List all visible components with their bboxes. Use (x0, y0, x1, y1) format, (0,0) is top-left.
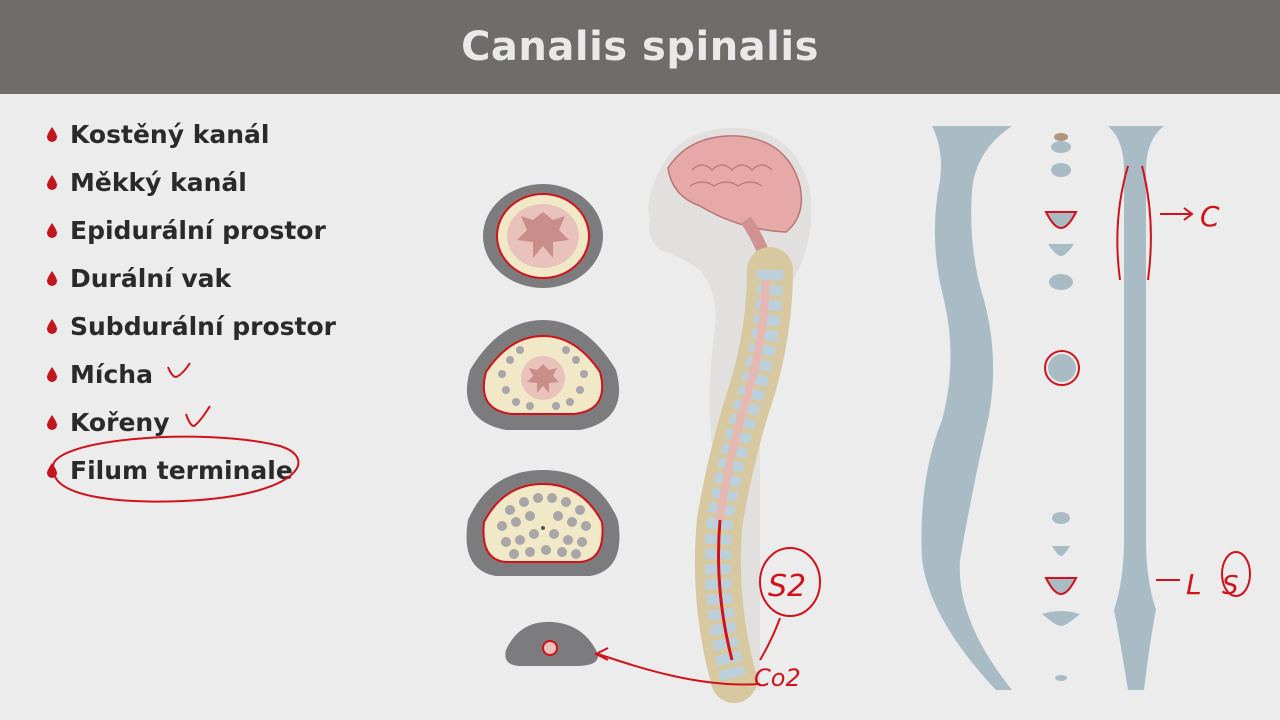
annotation-co2: Co2 (754, 664, 801, 692)
check-mark-koreny (185, 405, 211, 428)
item-label: Kostěný kanál (70, 119, 270, 149)
drop-bullet-icon (47, 271, 57, 286)
list-item: Mícha (46, 350, 336, 398)
circle-filum-terminale (52, 435, 300, 503)
item-label: Měkký kanál (70, 167, 247, 197)
list-item: Durální vak (46, 254, 336, 302)
dural-sac-frontal (1108, 126, 1164, 690)
cross-section-cervical (483, 184, 603, 288)
annotation-s2: S2 (768, 569, 806, 604)
annotation-l: L (1186, 568, 1202, 601)
item-label: Subdurální prostor (70, 311, 336, 341)
cross-section-lumbar (466, 470, 620, 576)
drop-bullet-icon (47, 319, 57, 334)
list-item: Subdurální prostor (46, 302, 336, 350)
item-label: Filum terminale (70, 455, 293, 485)
list-item: Epidurální prostor (46, 206, 336, 254)
drop-bullet-icon (47, 367, 57, 382)
arrow-cervical (1160, 207, 1194, 221)
annotation-s: S (1222, 571, 1239, 601)
topic-list: Kostěný kanál Měkký kanál Epidurální pro… (46, 110, 336, 494)
list-item: Kostěný kanál (46, 110, 336, 158)
cross-section-sacral (505, 621, 599, 666)
list-item: Kořeny (46, 398, 336, 446)
item-label: Kořeny (70, 407, 170, 437)
vertebral-column (694, 247, 793, 703)
vertebral-canal-sections (1042, 133, 1080, 681)
cross-section-thoracic (466, 320, 620, 430)
drop-bullet-icon (47, 127, 57, 142)
list-item: Filum terminale (46, 446, 336, 494)
circle-s (1221, 551, 1251, 597)
arrow-to-sacral-section (593, 647, 761, 686)
drop-bullet-icon (47, 415, 57, 430)
item-label: Epidurální prostor (70, 215, 326, 245)
list-item: Měkký kanál (46, 158, 336, 206)
item-label: Durální vak (70, 263, 232, 293)
drop-bullet-icon (47, 223, 57, 238)
slide-title: Canalis spinalis (461, 24, 819, 70)
title-bar: Canalis spinalis (0, 0, 1280, 94)
drop-bullet-icon (47, 175, 57, 190)
circle-s2 (759, 547, 821, 617)
dural-sac-lateral (921, 126, 1012, 690)
check-mark-micha (167, 362, 191, 379)
annotation-c: C (1200, 200, 1220, 233)
item-label: Mícha (70, 359, 153, 389)
